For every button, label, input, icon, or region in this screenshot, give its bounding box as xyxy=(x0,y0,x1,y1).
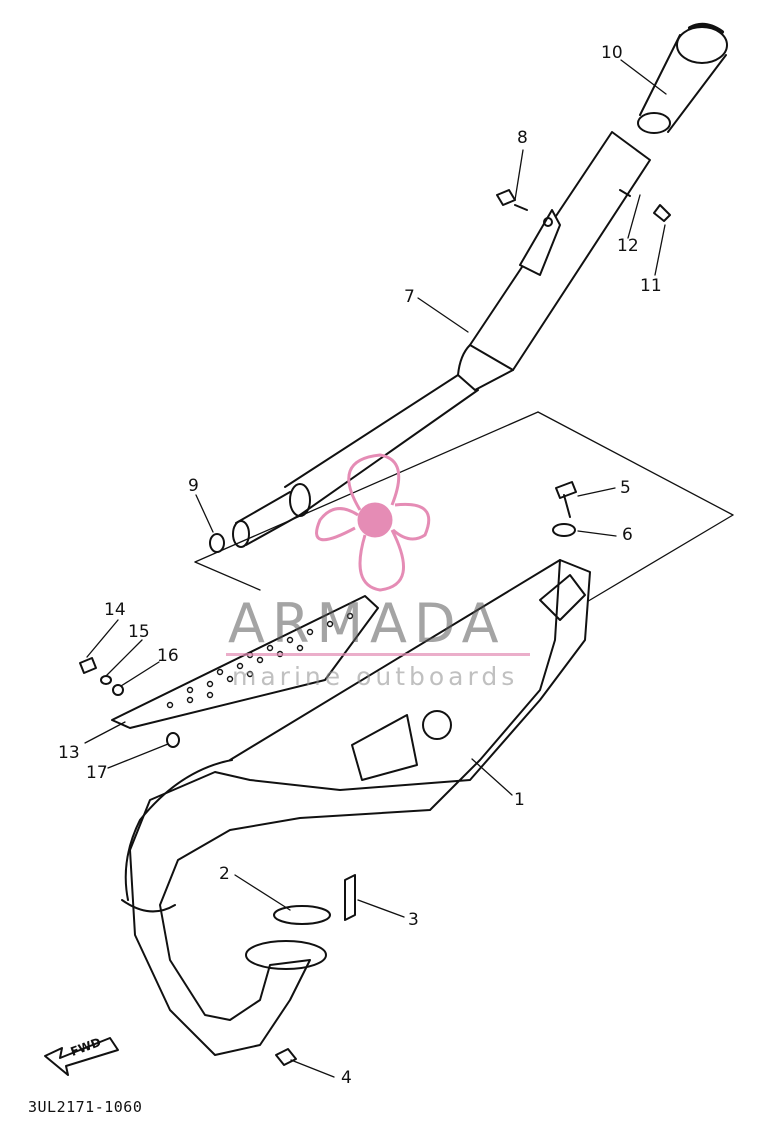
callout-12: 12 xyxy=(617,236,639,256)
watermark-subtitle: marine outboards xyxy=(232,662,519,691)
callout-1: 1 xyxy=(514,790,525,810)
callout-11: 11 xyxy=(640,276,662,296)
tail-pipe-part xyxy=(637,22,728,134)
callout-5: 5 xyxy=(620,478,631,498)
catalog-code: 3UL2171-1060 xyxy=(28,1098,143,1116)
expansion-chamber-part xyxy=(121,559,591,1056)
callout-10: 10 xyxy=(601,43,623,63)
watermark-underline xyxy=(226,653,530,656)
callout-16: 16 xyxy=(157,646,179,666)
callout-14: 14 xyxy=(104,600,126,620)
leader-lines xyxy=(84,59,667,1078)
callout-8: 8 xyxy=(517,128,528,148)
callout-7: 7 xyxy=(404,287,415,307)
callout-13: 13 xyxy=(58,743,80,763)
forward-arrow-icon xyxy=(44,1037,119,1076)
silencer-part xyxy=(232,131,651,548)
callout-17: 17 xyxy=(86,763,108,783)
callout-3: 3 xyxy=(408,910,419,930)
callout-2: 2 xyxy=(219,864,230,884)
callout-6: 6 xyxy=(622,525,633,545)
callout-4: 4 xyxy=(341,1068,352,1088)
assembly-guide-lines xyxy=(194,411,734,604)
watermark-propeller-icon xyxy=(315,453,431,592)
small-parts xyxy=(79,481,577,1066)
callout-9: 9 xyxy=(188,476,199,496)
heat-protector-part xyxy=(111,595,379,729)
callout-15: 15 xyxy=(128,622,150,642)
watermark-title: ARMADA xyxy=(228,592,506,655)
